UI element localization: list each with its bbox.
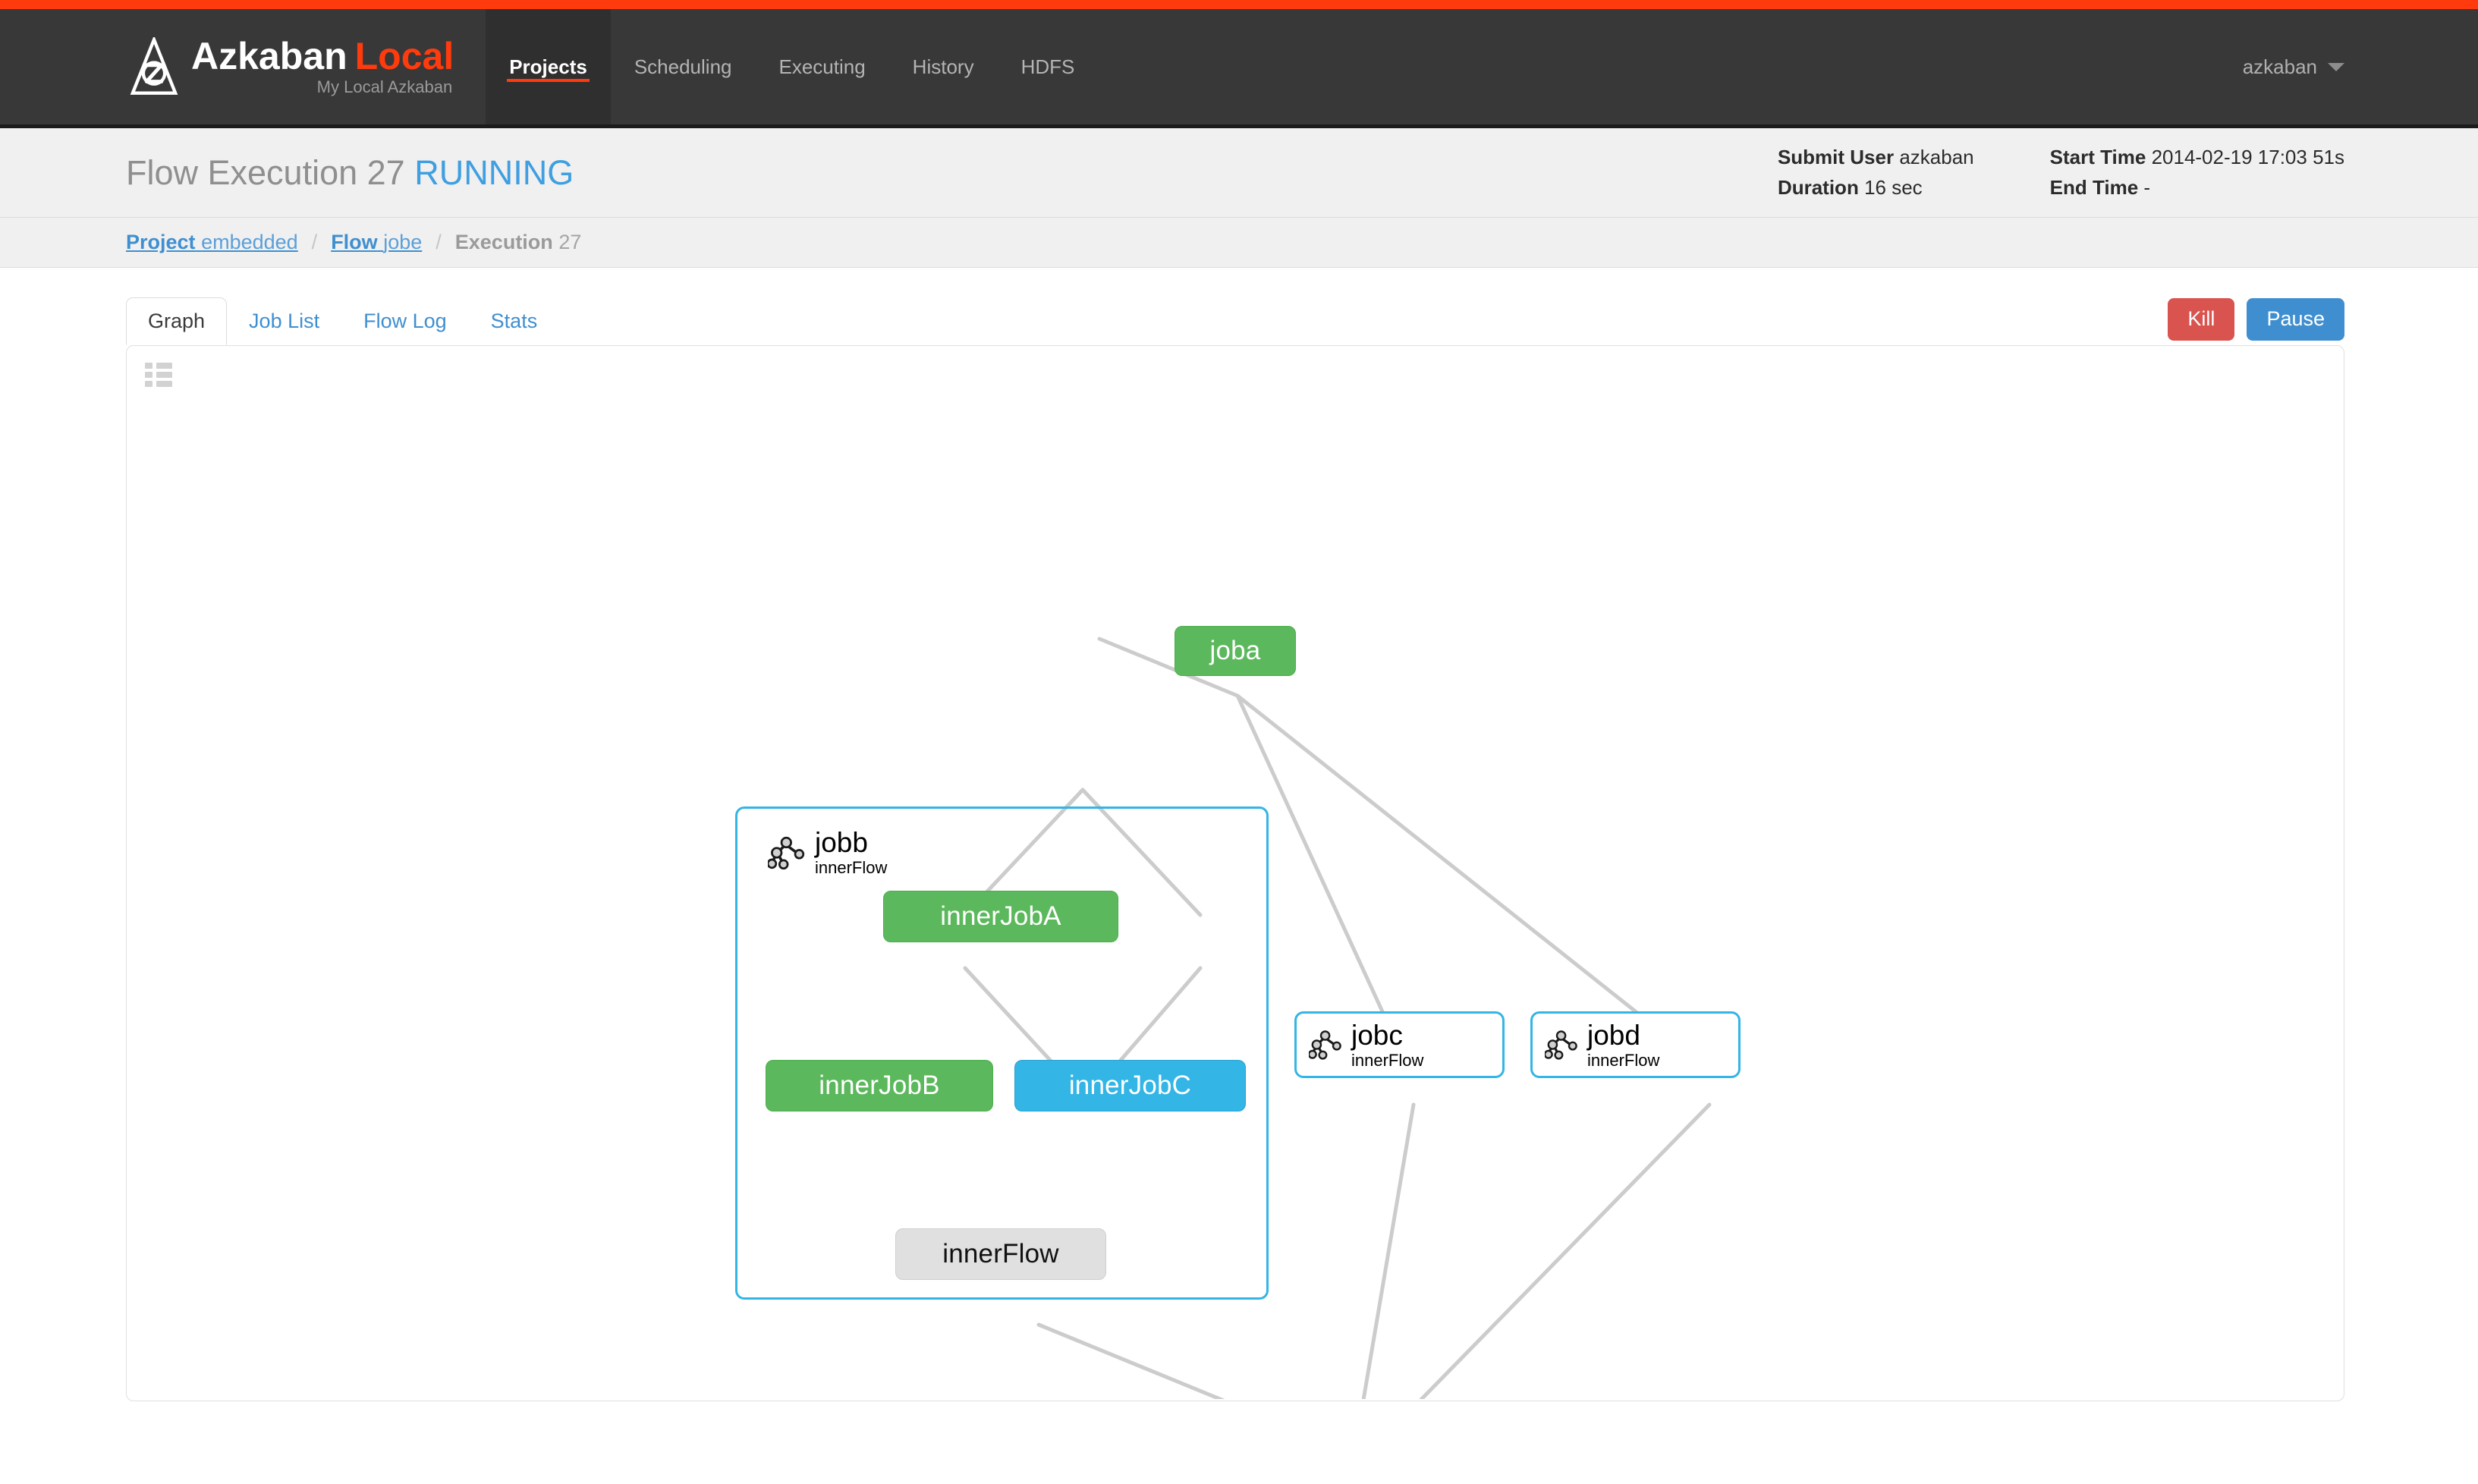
brand-suffix: Local — [354, 34, 454, 77]
edge-jobb-jobe — [1036, 1322, 1225, 1399]
brand-tagline: My Local Azkaban — [316, 77, 453, 96]
nav-item-projects[interactable]: Projects — [486, 9, 611, 124]
nav-item-executing[interactable]: Executing — [755, 9, 888, 124]
edge-innerJobA-innerJobC — [1080, 788, 1203, 917]
tab-list: Graph Job List Flow Log Stats — [126, 297, 559, 345]
summary-submit-user: Submit User azkaban — [1778, 143, 1974, 173]
graph-node-innerJobC-label: innerJobC — [1068, 1071, 1192, 1100]
execution-actions: Kill Pause — [2168, 298, 2344, 345]
graph-flow-group-jobb-header[interactable]: jobb innerFlow — [768, 828, 887, 876]
summary-end-time: End Time - — [2050, 173, 2344, 203]
summary-start-time-value: 2014-02-19 17:03 51s — [2151, 145, 2344, 168]
chevron-down-icon — [2328, 62, 2344, 71]
graph-flow-node-jobc[interactable]: jobc innerFlow — [1294, 1011, 1505, 1078]
tab-stats[interactable]: Stats — [490, 310, 538, 332]
breadcrumb-flow[interactable]: Flow jobe — [331, 231, 422, 254]
page-title-execution-id: 27 — [366, 152, 405, 192]
graph-node-innerJobA[interactable]: innerJobA — [883, 891, 1118, 942]
flow-tree-icon — [1545, 1030, 1577, 1060]
breadcrumb-project-value: embedded — [201, 231, 298, 253]
flow-tree-icon — [1309, 1030, 1341, 1060]
nav-menu: Projects Scheduling Executing History HD… — [486, 9, 1098, 124]
summary-end-time-label: End Time — [2049, 175, 2139, 199]
breadcrumb-project-label: Project — [126, 231, 196, 253]
graph-flow-node-jobc-name: jobc — [1351, 1019, 1403, 1051]
execution-summary: Submit User azkaban Duration 16 sec Star… — [1778, 143, 2478, 203]
graph-node-innerFlow-label: innerFlow — [942, 1239, 1059, 1269]
nav-item-history-label: History — [912, 55, 974, 78]
nav-item-projects-label: Projects — [509, 55, 587, 78]
graph-node-innerFlow[interactable]: innerFlow — [895, 1228, 1106, 1280]
graph-panel-wrapper: joba jobb — [0, 345, 2478, 1401]
graph-node-innerJobC[interactable]: innerJobC — [1014, 1060, 1246, 1111]
graph-node-innerJobA-label: innerJobA — [940, 901, 1061, 931]
breadcrumb-flow-label: Flow — [331, 231, 378, 253]
user-menu[interactable]: azkaban — [2243, 9, 2478, 124]
graph-flow-group-jobb[interactable] — [735, 806, 1269, 1300]
flow-tree-icon — [768, 836, 805, 869]
graph-flow-group-jobb-name: jobb — [815, 827, 868, 858]
nav-item-history[interactable]: History — [889, 9, 998, 124]
summary-submit-user-label: Submit User — [1777, 145, 1895, 168]
top-accent-bar — [0, 0, 2478, 9]
pause-button[interactable]: Pause — [2247, 298, 2344, 341]
nav-item-hdfs-label: HDFS — [1020, 55, 1075, 78]
breadcrumb-separator-1: / — [311, 231, 318, 253]
graph-flow-node-jobc-type: innerFlow — [1351, 1050, 1424, 1070]
tab-graph[interactable]: Graph — [126, 297, 228, 345]
graph-node-innerJobB-label: innerJobB — [819, 1071, 940, 1100]
breadcrumb-separator-2: / — [436, 231, 442, 253]
page-header: Flow Execution 27 RUNNING Submit User az… — [0, 128, 2478, 218]
summary-duration-label: Duration — [1777, 175, 1859, 199]
breadcrumb-execution: Execution 27 — [455, 231, 582, 254]
edge-jobc-jobe — [1361, 1102, 1416, 1399]
status-badge: RUNNING — [414, 152, 574, 192]
graph-flow-node-jobd-name: jobd — [1587, 1019, 1640, 1051]
summary-start-time: Start Time 2014-02-19 17:03 51s — [2050, 143, 2344, 173]
summary-submit-user-value: azkaban — [1899, 145, 1974, 168]
breadcrumb-project[interactable]: Project embedded — [126, 231, 298, 254]
nav-item-scheduling[interactable]: Scheduling — [611, 9, 756, 124]
nav-item-executing-label: Executing — [778, 55, 866, 78]
page-title-prefix: Flow Execution — [126, 152, 358, 192]
summary-duration: Duration 16 sec — [1778, 173, 1974, 203]
kill-button[interactable]: Kill — [2168, 298, 2235, 341]
breadcrumb-flow-value: jobe — [383, 231, 423, 253]
nav-item-hdfs[interactable]: HDFS — [998, 9, 1099, 124]
summary-end-time-value: - — [2143, 175, 2151, 199]
nav-active-underline — [507, 79, 590, 82]
list-grid-icon[interactable] — [145, 363, 172, 387]
graph-node-joba[interactable]: joba — [1175, 626, 1296, 676]
breadcrumb-execution-label: Execution — [454, 231, 553, 253]
summary-column-2: Start Time 2014-02-19 17:03 51s End Time… — [2050, 143, 2344, 203]
breadcrumb: Project embedded / Flow jobe / Execution… — [0, 218, 2478, 268]
edge-joba-jobd — [1235, 693, 1669, 1039]
summary-start-time-label: Start Time — [2049, 145, 2146, 168]
graph-flow-node-jobd[interactable]: jobd innerFlow — [1530, 1011, 1741, 1078]
brand-name: Azkaban — [191, 34, 347, 77]
user-menu-label: azkaban — [2242, 55, 2317, 78]
azkaban-logo-icon — [130, 37, 178, 95]
edge-joba-jobc — [1235, 693, 1396, 1039]
summary-column-1: Submit User azkaban Duration 16 sec — [1778, 143, 1974, 203]
breadcrumb-execution-value: 27 — [558, 231, 582, 253]
edge-jobd-jobe — [1419, 1102, 1712, 1399]
graph-flow-group-jobb-type: innerFlow — [815, 858, 888, 877]
nav-item-scheduling-label: Scheduling — [634, 55, 732, 78]
edge-joba-jobb — [1097, 637, 1240, 698]
page-title: Flow Execution 27 RUNNING — [0, 153, 574, 193]
graph-canvas[interactable]: joba jobb — [126, 345, 2344, 1401]
summary-duration-value: 16 sec — [1864, 175, 1923, 199]
tab-job-list[interactable]: Job List — [249, 310, 320, 332]
graph-flow-node-jobd-type: innerFlow — [1587, 1050, 1660, 1070]
graph-node-joba-label: joba — [1209, 636, 1261, 665]
graph-node-innerJobB[interactable]: innerJobB — [766, 1060, 993, 1111]
tab-flow-log[interactable]: Flow Log — [363, 310, 447, 332]
tab-bar: Graph Job List Flow Log Stats Kill Pause — [0, 268, 2478, 345]
